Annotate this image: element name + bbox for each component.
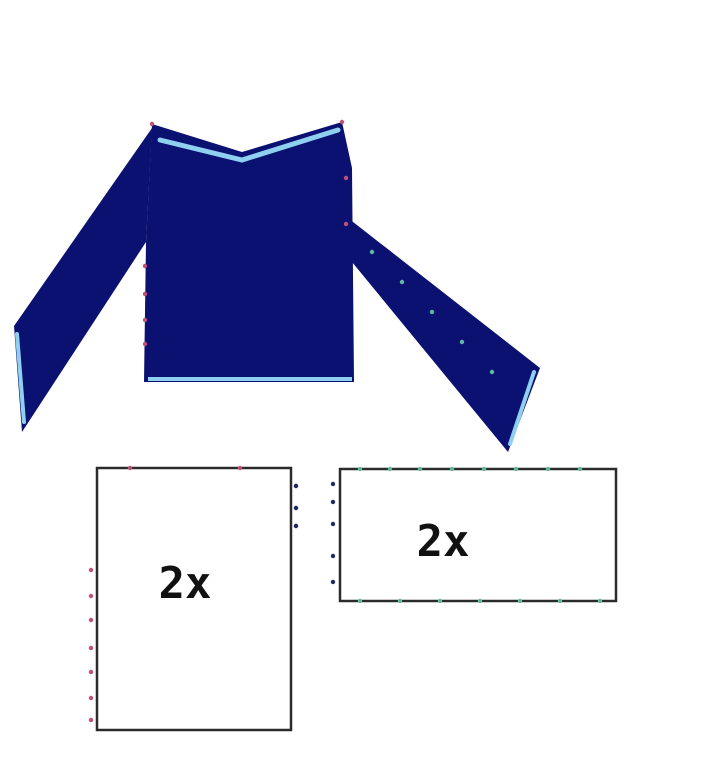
stitch-marker xyxy=(330,481,336,487)
stitch-marker xyxy=(142,317,148,323)
stitch-marker xyxy=(357,466,363,472)
stitch-marker xyxy=(142,263,148,269)
stitch-marker xyxy=(545,466,551,472)
stitch-marker xyxy=(417,466,423,472)
stitch-marker xyxy=(293,483,299,489)
left-panel-quantity-label: 2x xyxy=(159,558,212,609)
stitch-marker xyxy=(513,466,519,472)
stitch-marker xyxy=(397,598,403,604)
stitch-marker xyxy=(88,645,94,651)
right-panel-outline xyxy=(338,467,618,603)
stitch-marker xyxy=(88,717,94,723)
stitch-marker xyxy=(142,341,148,347)
stitch-marker xyxy=(481,466,487,472)
stitch-marker xyxy=(429,309,435,315)
sweater-stitch-markers xyxy=(142,119,495,375)
stitch-marker xyxy=(437,598,443,604)
stitch-marker xyxy=(330,579,336,585)
right-sleeve xyxy=(342,122,540,452)
stitch-marker xyxy=(88,593,94,599)
stitch-marker xyxy=(343,221,349,227)
left-panel-piece: 2x xyxy=(88,465,299,732)
stitch-marker xyxy=(88,695,94,701)
left-cuff-trim xyxy=(15,332,26,424)
stitch-marker xyxy=(489,369,495,375)
stitch-marker xyxy=(237,465,243,471)
stitch-marker xyxy=(88,617,94,623)
stitch-marker xyxy=(339,119,345,125)
sweater-piece xyxy=(14,119,540,452)
stitch-marker xyxy=(369,249,375,255)
neckline-trim xyxy=(157,127,341,163)
stitch-marker xyxy=(343,175,349,181)
stitch-marker xyxy=(387,466,393,472)
stitch-marker xyxy=(459,339,465,345)
right-panel-stitch-markers xyxy=(330,466,603,604)
stitch-marker xyxy=(449,466,455,472)
stitch-marker xyxy=(557,598,563,604)
left-panel-stitch-markers xyxy=(88,465,299,723)
stitch-marker xyxy=(142,291,148,297)
stitch-marker xyxy=(88,669,94,675)
stitch-marker xyxy=(577,466,583,472)
right-panel-quantity-label: 2x xyxy=(417,516,470,567)
stitch-marker xyxy=(330,499,336,505)
left-panel-outline xyxy=(95,466,293,732)
stitch-marker xyxy=(149,121,155,127)
stitch-marker xyxy=(293,505,299,511)
left-sleeve xyxy=(14,128,152,432)
right-panel-piece: 2x xyxy=(330,466,618,604)
right-cuff-trim xyxy=(508,370,536,446)
stitch-marker xyxy=(293,523,299,529)
stitch-marker xyxy=(330,553,336,559)
sweater-torso xyxy=(144,122,354,382)
stitch-marker xyxy=(127,465,133,471)
stitch-marker xyxy=(517,598,523,604)
stitch-marker xyxy=(88,567,94,573)
stitch-marker xyxy=(597,598,603,604)
stitch-marker xyxy=(357,598,363,604)
stitch-marker xyxy=(330,521,336,527)
stitch-marker xyxy=(477,598,483,604)
stitch-marker xyxy=(399,279,405,285)
